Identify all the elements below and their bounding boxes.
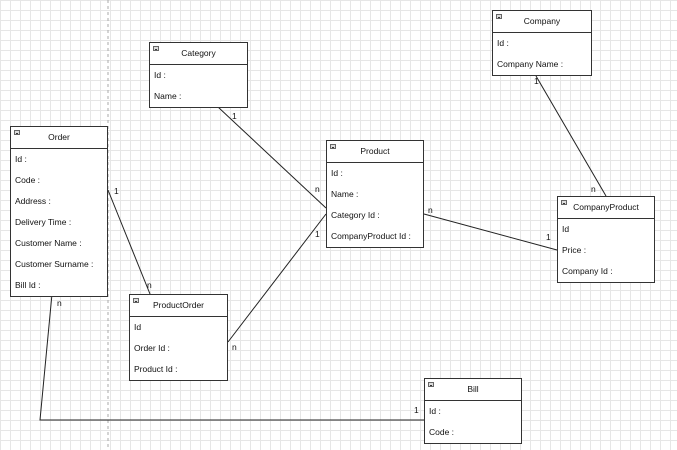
entity-title: Order bbox=[48, 132, 70, 142]
cardinality-label: n bbox=[147, 280, 152, 290]
cardinality-label: n bbox=[428, 205, 433, 215]
cardinality-label: 1 bbox=[546, 232, 551, 242]
collapse-icon[interactable] bbox=[14, 130, 20, 135]
collapse-icon[interactable] bbox=[496, 14, 502, 19]
entity-field[interactable]: Company Id : bbox=[562, 266, 613, 276]
entity-company[interactable]: Company Id : Company Name : bbox=[492, 10, 592, 76]
relation-product-companyproduct[interactable] bbox=[423, 213, 558, 251]
entity-field[interactable]: Code : bbox=[15, 175, 41, 185]
entity-field[interactable]: Price : bbox=[562, 245, 587, 255]
entity-field[interactable]: Name : bbox=[331, 189, 359, 199]
entity-header[interactable]: Order bbox=[11, 127, 107, 149]
cardinality-label: 1 bbox=[232, 111, 237, 121]
entity-field[interactable]: Id : bbox=[331, 168, 343, 178]
entity-header[interactable]: ProductOrder bbox=[130, 295, 227, 317]
entity-field[interactable]: Id : bbox=[497, 38, 509, 48]
entity-header[interactable]: Product bbox=[327, 141, 423, 163]
entity-header[interactable]: Bill bbox=[425, 379, 521, 401]
entity-order[interactable]: Order Id : Code : Address : Delivery Time : C… bbox=[10, 126, 108, 297]
entity-title: Product bbox=[360, 146, 390, 156]
entity-category[interactable]: Category Id : Name : bbox=[149, 42, 248, 108]
entity-header[interactable]: Company bbox=[493, 11, 591, 33]
entity-field[interactable]: Id bbox=[562, 224, 570, 234]
entity-field[interactable]: Address : bbox=[15, 196, 51, 206]
collapse-icon[interactable] bbox=[153, 46, 159, 51]
collapse-icon[interactable] bbox=[330, 144, 336, 149]
entity-field[interactable]: Id : bbox=[15, 154, 27, 164]
entity-field[interactable]: Id : bbox=[154, 70, 166, 80]
cardinality-label: 1 bbox=[315, 229, 320, 239]
entity-field[interactable]: Customer Surname : bbox=[15, 259, 94, 269]
relation-category-product[interactable] bbox=[217, 106, 327, 209]
entity-header[interactable]: Category bbox=[150, 43, 247, 65]
entity-field[interactable]: Id : bbox=[429, 406, 441, 416]
entity-title: Company bbox=[523, 16, 561, 26]
relation-company-companyproduct[interactable] bbox=[535, 75, 607, 197]
entity-product[interactable]: Product Id : Name : Category Id : CompanyPro… bbox=[326, 140, 424, 248]
entity-title: CompanyProduct bbox=[573, 202, 639, 212]
entity-bill[interactable]: Bill Id : Code : bbox=[424, 378, 522, 444]
entity-field[interactable]: Product Id : bbox=[134, 364, 178, 374]
entity-field[interactable]: Category Id : bbox=[331, 210, 380, 220]
relation-order-productorder[interactable] bbox=[107, 189, 151, 295]
entity-field[interactable]: Id bbox=[134, 322, 142, 332]
relation-product-productorder[interactable] bbox=[227, 213, 327, 343]
entity-field[interactable]: Bill Id : bbox=[15, 280, 41, 290]
entity-header[interactable]: CompanyProduct bbox=[558, 197, 654, 219]
cardinality-label: n bbox=[591, 184, 596, 194]
entity-field[interactable]: Order Id : bbox=[134, 343, 170, 353]
entity-field[interactable]: Customer Name : bbox=[15, 238, 82, 248]
relation-order-bill[interactable] bbox=[39, 293, 424, 421]
cardinality-label: 1 bbox=[534, 76, 539, 86]
entity-field[interactable]: Name : bbox=[154, 91, 182, 101]
collapse-icon[interactable] bbox=[428, 382, 434, 387]
entity-field[interactable]: Delivery Time : bbox=[15, 217, 72, 227]
entity-title: Category bbox=[181, 48, 216, 58]
cardinality-label: n bbox=[315, 184, 320, 194]
collapse-icon[interactable] bbox=[133, 298, 139, 303]
entity-title: ProductOrder bbox=[152, 300, 205, 310]
cardinality-label: 1 bbox=[414, 405, 419, 415]
cardinality-label: n bbox=[57, 298, 62, 308]
entity-field[interactable]: Company Name : bbox=[497, 59, 564, 69]
entity-field[interactable]: CompanyProduct Id : bbox=[331, 231, 411, 241]
entity-title: Bill bbox=[467, 384, 479, 394]
entity-field[interactable]: Code : bbox=[429, 427, 455, 437]
cardinality-label: n bbox=[232, 342, 237, 352]
collapse-icon[interactable] bbox=[561, 200, 567, 205]
cardinality-label: 1 bbox=[114, 186, 119, 196]
